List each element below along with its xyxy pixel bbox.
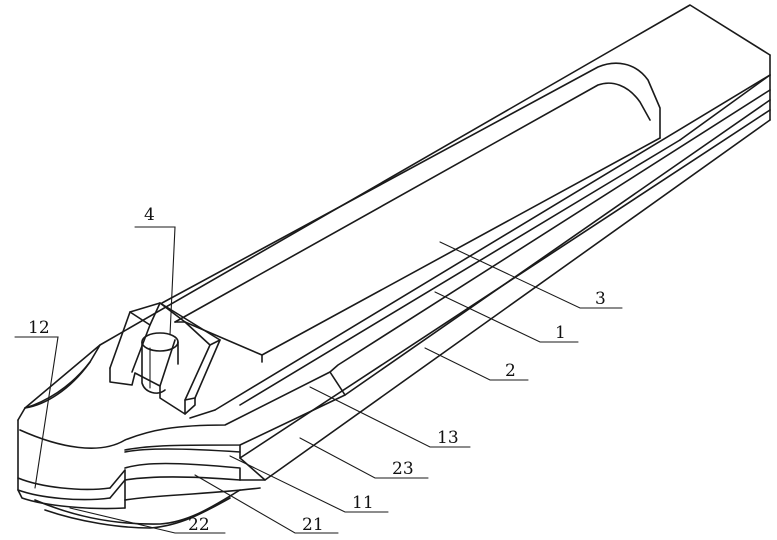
leader-2 xyxy=(424,347,529,381)
top-face-edges xyxy=(189,74,771,419)
leader-11 xyxy=(229,455,389,513)
label-22: 22 xyxy=(188,515,210,535)
label-21: 21 xyxy=(302,515,324,535)
label-4: 4 xyxy=(144,205,155,225)
label-23: 23 xyxy=(392,459,414,479)
leader-4 xyxy=(134,226,176,336)
leader-23 xyxy=(299,437,429,479)
leader-21 xyxy=(194,474,339,534)
front-head xyxy=(17,361,241,529)
lower-layer xyxy=(124,99,771,481)
leader-12 xyxy=(14,336,59,489)
label-2: 2 xyxy=(505,361,516,381)
label-3: 3 xyxy=(595,289,606,309)
label-11: 11 xyxy=(352,493,374,513)
leader-22 xyxy=(69,507,226,534)
leader-1 xyxy=(434,291,579,343)
label-13: 13 xyxy=(437,428,459,448)
label-12: 12 xyxy=(28,318,50,338)
clamp-block xyxy=(109,302,221,415)
label-1: 1 xyxy=(555,323,566,343)
middle-layer xyxy=(19,74,771,449)
leader-3 xyxy=(439,241,623,309)
part-labels: 4 12 3 1 2 13 23 11 21 22 xyxy=(28,205,606,535)
raised-rail xyxy=(161,62,661,363)
leader-13 xyxy=(309,386,471,448)
leader-lines xyxy=(14,226,623,534)
